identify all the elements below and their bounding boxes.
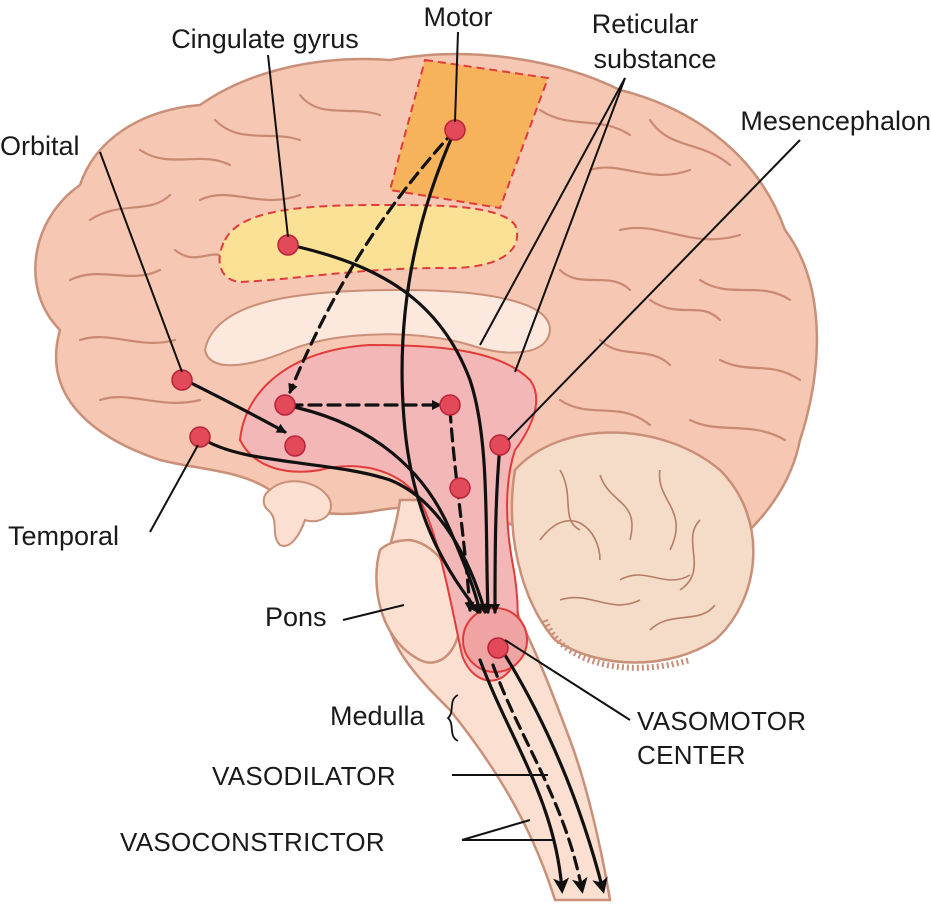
- pathways: [183, 128, 608, 894]
- vasomotor-node: [487, 637, 509, 659]
- leader-lines: [99, 31, 801, 841]
- sulci-lines: [68, 93, 802, 442]
- temporal-node: [189, 426, 211, 448]
- nodes: [171, 119, 511, 659]
- label-center: CENTER: [637, 740, 746, 770]
- label-pons: Pons: [265, 602, 327, 632]
- hypothalamic-node-3: [439, 394, 461, 416]
- label-temporal: Temporal: [8, 521, 119, 551]
- corpus-callosum: [203, 288, 552, 367]
- motor-node: [444, 119, 466, 141]
- label-substance: substance: [593, 44, 716, 74]
- label-vasomotor: VASOMOTOR: [637, 706, 806, 736]
- orbital-node: [171, 369, 193, 391]
- hypothalamic-node-1: [274, 394, 296, 416]
- label-motor: Motor: [423, 2, 492, 32]
- pituitary: [262, 480, 332, 547]
- label-cingulate-gyrus: Cingulate gyrus: [171, 24, 359, 54]
- hypothalamic-area: [238, 343, 538, 682]
- medulla-brace: [446, 694, 459, 742]
- cerebellum: [510, 431, 755, 671]
- label-vasoconstrictor: VASOCONSTRICTOR: [120, 827, 385, 857]
- cingulate-node: [277, 234, 299, 256]
- label-medulla: Medulla: [330, 701, 426, 731]
- reticular-node: [449, 477, 471, 499]
- hypothalamic-node-2: [284, 435, 306, 457]
- label-vasodilator: VASODILATOR: [212, 761, 396, 791]
- label-orbital: Orbital: [0, 131, 80, 161]
- mesencephalon-node: [489, 434, 511, 456]
- motor-area: [388, 58, 550, 210]
- label-reticular: Reticular: [592, 9, 699, 39]
- label-mesencephalon: Mesencephalon: [740, 106, 931, 136]
